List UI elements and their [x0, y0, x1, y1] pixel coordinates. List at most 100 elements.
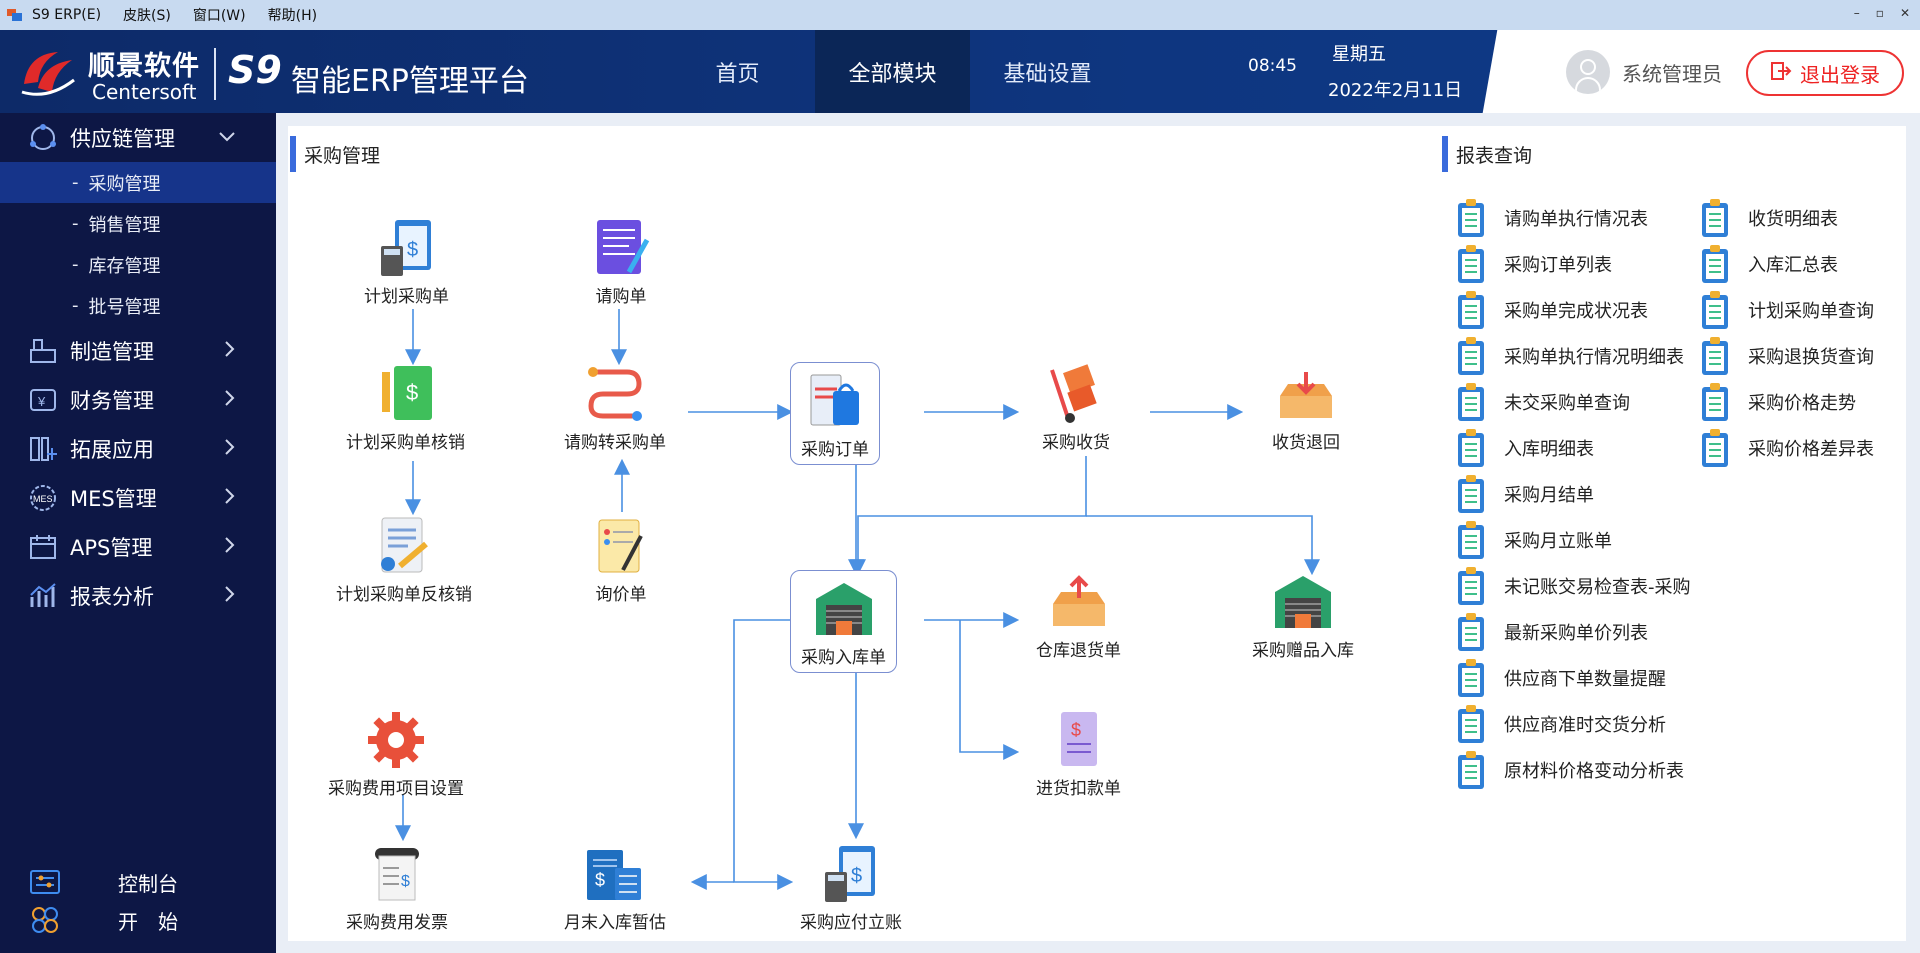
report-link[interactable]: 未交采购单查询	[1456, 382, 1630, 422]
nav-basic-settings[interactable]: 基础设置	[1003, 61, 1092, 87]
svg-text:$: $	[595, 870, 605, 890]
restore-button[interactable]: ▫	[1875, 6, 1884, 20]
report-link[interactable]: 采购退换货查询	[1700, 336, 1874, 376]
menu-app[interactable]: S9 ERP(E)	[32, 7, 102, 23]
sidebar-group-extension[interactable]: 拓展应用	[0, 424, 276, 473]
sidebar-item-purchase[interactable]: -采购管理	[0, 162, 276, 203]
report-link[interactable]: 采购订单列表	[1456, 244, 1612, 284]
node-label: 采购收货	[1042, 433, 1110, 453]
report-link[interactable]: 收货明细表	[1700, 198, 1838, 238]
clipboard-report-icon	[1456, 658, 1486, 698]
flow-node-deduction[interactable]: $ 进货扣款单	[1036, 708, 1121, 799]
nav-home[interactable]: 首页	[715, 61, 760, 87]
report-link[interactable]: 采购价格走势	[1700, 382, 1856, 422]
report-label: 采购价格走势	[1748, 393, 1856, 414]
report-link[interactable]: 最新采购单价列表	[1456, 612, 1648, 652]
node-label: 采购订单	[801, 440, 869, 460]
logo-divider	[214, 48, 216, 100]
sidebar-group-manufacturing[interactable]: 制造管理	[0, 326, 276, 375]
report-link[interactable]: 原材料价格变动分析表	[1456, 750, 1684, 790]
report-link[interactable]: 入库汇总表	[1700, 244, 1838, 284]
sidebar-item-inventory[interactable]: -库存管理	[0, 244, 276, 285]
finance-icon: ¥	[28, 385, 58, 415]
purchase-section-title: 采购管理	[290, 136, 380, 172]
report-section-title: 报表查询	[1442, 136, 1532, 172]
flow-node-requisition[interactable]: 请购单	[589, 216, 653, 307]
sidebar-item-sales[interactable]: -销售管理	[0, 203, 276, 244]
svg-text:$: $	[407, 239, 418, 261]
flow-node-payable[interactable]: $ 采购应付立账	[800, 842, 902, 933]
report-link[interactable]: 入库明细表	[1456, 428, 1594, 468]
report-label: 采购订单列表	[1504, 255, 1612, 276]
inquiry-icon	[589, 514, 653, 578]
warehouse-gift-icon	[1271, 570, 1335, 634]
sidebar-group-label: 报表分析	[70, 584, 154, 609]
clipboard-report-icon	[1456, 336, 1486, 376]
flow-node-inquiry[interactable]: 询价单	[589, 514, 653, 605]
sidebar-group-label: 制造管理	[70, 339, 154, 364]
clipboard-report-icon	[1456, 612, 1486, 652]
user-avatar[interactable]	[1566, 50, 1610, 94]
node-label: 仓库退货单	[1036, 641, 1121, 661]
report-label: 原材料价格变动分析表	[1504, 761, 1684, 782]
start-button[interactable]: 开 始	[0, 901, 276, 939]
sidebar-group-report-analysis[interactable]: 报表分析	[0, 571, 276, 620]
flow-node-plan-po-unverify[interactable]: 计划采购单反核销	[336, 514, 472, 605]
sidebar: 供应链管理 -采购管理 -销售管理 -库存管理 -批号管理 制造管理 ¥ 财务管…	[0, 113, 276, 953]
app-icon	[6, 8, 24, 22]
payable-icon: $	[819, 842, 883, 906]
sidebar-group-aps[interactable]: APS管理	[0, 522, 276, 571]
report-link[interactable]: 采购单执行情况明细表	[1456, 336, 1684, 376]
window-titlebar: S9 ERP(E) 皮肤(S) 窗口(W) 帮助(H) – ▫ ✕	[0, 0, 1920, 30]
flow-node-inbound[interactable]: 采购入库单	[790, 570, 897, 673]
flow-node-po[interactable]: 采购订单	[790, 362, 880, 465]
nav-all-modules[interactable]: 全部模块	[815, 30, 970, 113]
logout-button[interactable]: 退出登录	[1746, 50, 1904, 96]
main-content: 采购管理 报表查询 $ 计划采购单	[288, 126, 1906, 941]
menu-window[interactable]: 窗口(W)	[192, 8, 246, 24]
flow-node-receive[interactable]: 采购收货	[1042, 362, 1110, 453]
report-link[interactable]: 未记账交易检查表-采购	[1456, 566, 1691, 606]
flow-node-fee-invoice[interactable]: $ 采购费用发票	[346, 842, 448, 933]
sidebar-group-label: 财务管理	[70, 388, 154, 413]
report-link[interactable]: 采购月立账单	[1456, 520, 1612, 560]
menu-skin[interactable]: 皮肤(S)	[123, 8, 171, 24]
report-link[interactable]: 供应商准时交货分析	[1456, 704, 1666, 744]
clipboard-report-icon	[1456, 244, 1486, 284]
chevron-right-icon	[224, 487, 236, 510]
report-link[interactable]: 采购月结单	[1456, 474, 1594, 514]
report-link[interactable]: 采购价格差异表	[1700, 428, 1874, 468]
report-label: 计划采购单查询	[1748, 301, 1874, 322]
console-button[interactable]: 控制台	[0, 863, 276, 901]
sidebar-item-batch[interactable]: -批号管理	[0, 285, 276, 326]
flow-node-receive-return[interactable]: 收货退回	[1272, 362, 1340, 453]
sidebar-group-supply-chain[interactable]: 供应链管理	[0, 113, 276, 162]
minimize-button[interactable]: –	[1853, 6, 1860, 20]
flow-node-req-to-po[interactable]: 请购转采购单	[564, 362, 666, 453]
req-to-po-icon	[583, 362, 647, 426]
flow-node-plan-po-verify[interactable]: $ 计划采购单核销	[346, 362, 465, 453]
report-label: 供应商准时交货分析	[1504, 715, 1666, 736]
flow-node-month-estimate[interactable]: $ 月末入库暂估	[564, 842, 666, 933]
flow-node-wh-return[interactable]: 仓库退货单	[1036, 570, 1121, 661]
sidebar-group-finance[interactable]: ¥ 财务管理	[0, 375, 276, 424]
flow-node-gift-inbound[interactable]: 采购赠品入库	[1252, 570, 1354, 661]
close-button[interactable]: ✕	[1899, 6, 1910, 20]
report-link[interactable]: 请购单执行情况表	[1456, 198, 1648, 238]
node-label: 采购费用发票	[346, 913, 448, 933]
chevron-right-icon	[224, 438, 236, 461]
node-label: 采购赠品入库	[1252, 641, 1354, 661]
clipboard-report-icon	[1456, 566, 1486, 606]
sidebar-group-mes[interactable]: MES MES管理	[0, 473, 276, 522]
flow-node-plan-po[interactable]: $ 计划采购单	[364, 216, 449, 307]
clipboard-report-icon	[1456, 520, 1486, 560]
flow-node-fee-setting[interactable]: 采购费用项目设置	[328, 708, 464, 799]
console-label: 控制台	[118, 871, 178, 896]
date: 2022年2月11日	[1328, 80, 1463, 101]
report-link[interactable]: 供应商下单数量提醒	[1456, 658, 1666, 698]
menu-help[interactable]: 帮助(H)	[267, 8, 318, 24]
sidebar-group-label: APS管理	[70, 535, 153, 560]
report-link[interactable]: 计划采购单查询	[1700, 290, 1874, 330]
report-link[interactable]: 采购单完成状况表	[1456, 290, 1648, 330]
report-label: 采购月结单	[1504, 485, 1594, 506]
